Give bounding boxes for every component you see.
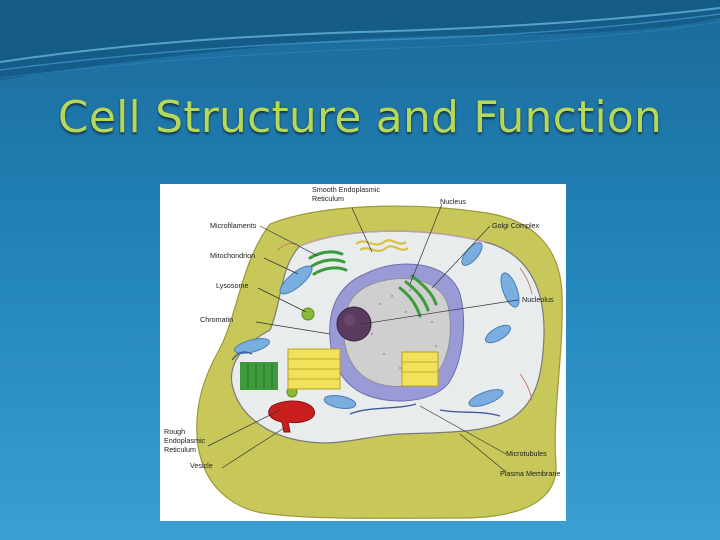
label-microtubules: Microtubules (506, 449, 547, 458)
rough-er (240, 362, 278, 390)
label-chromatin: Chromatin (200, 315, 233, 324)
label-microfilaments: Microfilaments (210, 221, 257, 230)
label-golgi: Golgi Complex (492, 221, 540, 230)
label-rough-er-1: Rough (164, 427, 185, 436)
smooth-er-blocks (287, 348, 439, 390)
cell-diagram-svg: Smooth Endoplasmic Reticulum Nucleus Mic… (164, 185, 563, 519)
microfilaments (277, 242, 533, 401)
cell-diagram: Smooth Endoplasmic Reticulum Nucleus Mic… (160, 184, 566, 521)
mitochondria (234, 242, 520, 410)
slide-title: Cell Structure and Function (57, 92, 663, 143)
label-vesicle: Vesicle (190, 461, 213, 470)
smooth-er (355, 239, 409, 252)
label-smooth-er-2: Reticulum (312, 194, 344, 203)
golgi-complex (398, 274, 438, 318)
label-lysosome: Lysosome (216, 281, 249, 290)
vesicle (268, 400, 316, 433)
lysosome (301, 307, 315, 321)
header-wave-decoration (0, 0, 720, 80)
label-rough-er-2: Endoplasmic (164, 436, 206, 445)
label-smooth-er-1: Smooth Endoplasmic (312, 185, 380, 194)
label-plasma-membrane: Plasma Membrane (500, 469, 560, 478)
microtubules (231, 351, 501, 417)
label-mitochondrion: Mitochondrion (210, 251, 255, 260)
label-nucleus: Nucleus (440, 197, 466, 206)
leader-lines (207, 203, 519, 473)
label-nucleolus: Nucleolus (522, 295, 554, 304)
golgi-complex-left (308, 250, 348, 276)
label-rough-er-3: Reticulum (164, 445, 196, 454)
